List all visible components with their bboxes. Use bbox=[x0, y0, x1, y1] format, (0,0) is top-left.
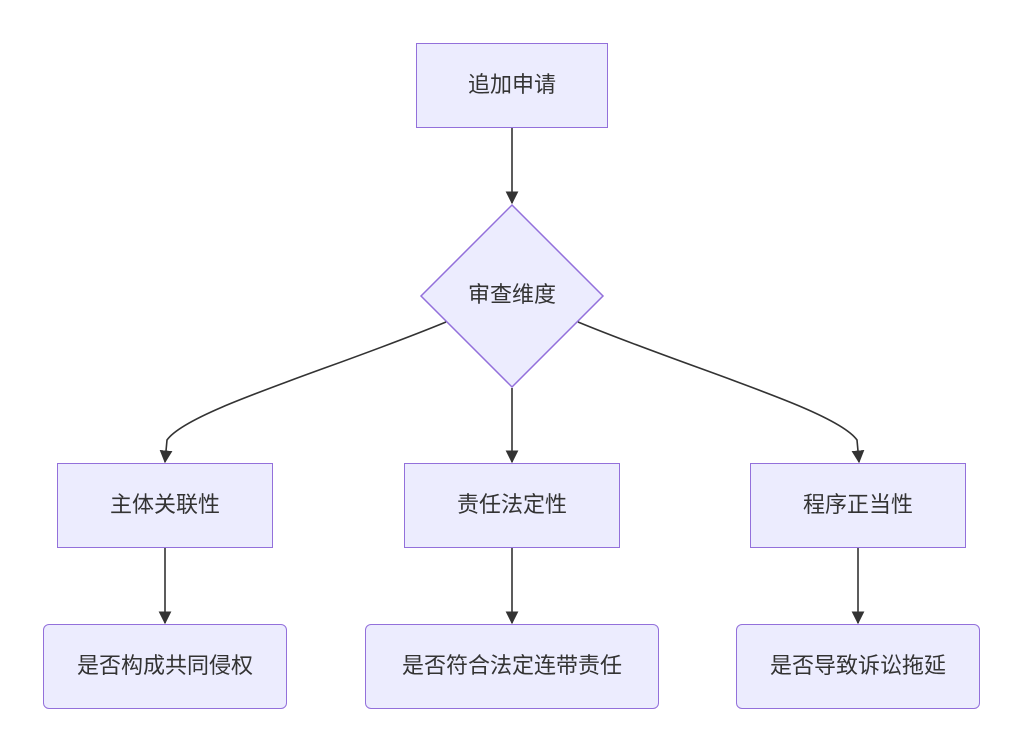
node-delay-litigation-question: 是否导致诉讼拖延 bbox=[736, 624, 980, 709]
node-append-request-label: 追加申请 bbox=[467, 72, 556, 98]
node-subject-relevance-label: 主体关联性 bbox=[109, 492, 220, 518]
node-delay-litigation-label: 是否导致诉讼拖延 bbox=[769, 653, 946, 679]
node-procedural-legitimacy-label: 程序正当性 bbox=[802, 492, 913, 518]
review-dimensions-text: 审查维度 bbox=[467, 283, 556, 308]
node-review-dimensions-label: 审查维度 bbox=[421, 279, 603, 313]
node-liability-legality: 责任法定性 bbox=[404, 463, 620, 548]
node-liability-legality-label: 责任法定性 bbox=[456, 492, 567, 518]
decision-diamond-shape bbox=[419, 203, 605, 389]
edge-review-to-procedure bbox=[577, 321, 865, 464]
node-joint-infringement-question: 是否构成共同侵权 bbox=[43, 624, 287, 709]
edge-review-to-subject bbox=[159, 321, 447, 464]
node-joint-liability-label: 是否符合法定连带责任 bbox=[401, 653, 622, 679]
node-subject-relevance: 主体关联性 bbox=[57, 463, 273, 548]
node-procedural-legitimacy: 程序正当性 bbox=[750, 463, 966, 548]
node-append-request: 追加申请 bbox=[416, 43, 608, 128]
node-joint-infringement-label: 是否构成共同侵权 bbox=[76, 653, 253, 679]
node-joint-liability-question: 是否符合法定连带责任 bbox=[365, 624, 659, 709]
